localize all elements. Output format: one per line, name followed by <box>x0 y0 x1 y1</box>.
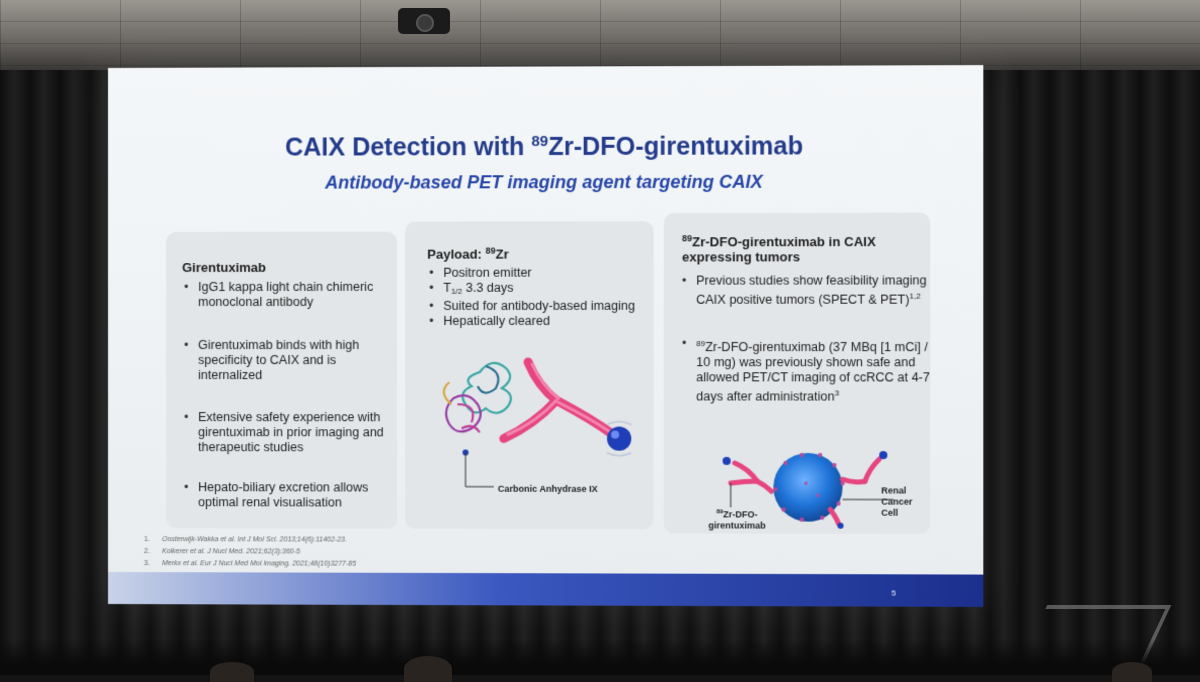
panel3-bullet-2: 89Zr-DFO-girentuximab (37 MBq [1 mCi] / … <box>682 336 932 405</box>
reference-1-text: Oosterwijk-Wakka et al. Int J Mol Sci. 2… <box>162 536 347 543</box>
panel1-bullet-3: Extensive safety experience with girentu… <box>184 410 395 455</box>
panel3-bullet-1: Previous studies show feasibility imagin… <box>682 273 932 308</box>
panel2-heading: Payload: 89Zr <box>427 244 509 262</box>
half-life-value: 3.3 days <box>462 281 513 295</box>
carbonic-anhydrase-label: Carbonic Anhydrase IX <box>498 482 598 497</box>
left-antibody-icon <box>731 463 772 491</box>
panel1-heading: Girentuximab <box>182 260 266 275</box>
panel3-heading-text: Zr-DFO-girentuximab in CAIX expressing t… <box>682 234 876 264</box>
slide-subtitle: Antibody-based PET imaging agent targeti… <box>108 171 983 194</box>
ceiling-projector <box>398 8 450 34</box>
panel3-bullet-2-text: Zr-DFO-girentuximab (37 MBq [1 mCi] / 10… <box>696 340 930 404</box>
renal-cancer-cell-label: Renal Cancer Cell <box>881 485 912 518</box>
zr89-sphere <box>607 427 631 451</box>
reference-1: 1.Oosterwijk-Wakka et al. Int J Mol Sci.… <box>144 534 356 547</box>
panel1-bullet-4: Hepato-biliary excretion allows optimal … <box>184 480 395 510</box>
title-superscript: 89 <box>531 133 548 150</box>
zr-dfo-girentuximab-label: 89Zr-DFO- girentuximab <box>708 507 765 531</box>
reference-3: 3.Merkx et al. Eur J Nucl Med Mol Imagin… <box>144 558 356 571</box>
slide-footer-band <box>108 572 983 607</box>
audience-silhouettes <box>0 640 1200 675</box>
cell-label: Cell <box>881 508 898 518</box>
renal-label: Renal <box>881 485 906 495</box>
protein-structure-icon <box>444 363 511 433</box>
panel-caix-tumors: 89Zr-DFO-girentuximab in CAIX expressing… <box>664 213 930 534</box>
figure-label-sup: 89 <box>716 509 723 515</box>
reference-3-number: 3. <box>144 558 162 570</box>
presentation-slide: CAIX Detection with 89Zr-DFO-girentuxima… <box>108 65 983 607</box>
projector-lens <box>416 14 434 32</box>
title-prefix: CAIX Detection with <box>285 133 531 162</box>
reference-2-number: 2. <box>144 546 162 558</box>
panel2-heading-suffix: Zr <box>496 247 509 262</box>
panel-payload: Payload: 89Zr Positron emitter T1/2 3.3 … <box>405 221 654 529</box>
panel2-bullet-3: Suited for antibody-based imaging <box>429 299 641 314</box>
panel3-bullet-1-text: Previous studies show feasibility imagin… <box>696 273 926 307</box>
reference-3-text: Merkx et al. Eur J Nucl Med Mol Imaging.… <box>162 560 356 568</box>
panel3-bullet-1-ref: 1,2 <box>909 292 920 301</box>
panel3-bullet-2-sup: 89 <box>696 339 705 348</box>
reference-1-number: 1. <box>144 534 162 546</box>
panel2-heading-prefix: Payload: <box>427 247 485 262</box>
audience-head <box>1112 662 1152 682</box>
audience-head <box>404 656 452 682</box>
panel3-heading-sup: 89 <box>682 233 692 243</box>
cancer-label: Cancer <box>881 497 912 507</box>
panel3-heading: 89Zr-DFO-girentuximab in CAIX expressing… <box>682 231 914 265</box>
reference-2-text: Kolkerer et al. J Nucl Med. 2021;62(3):3… <box>162 548 300 555</box>
half-life-symbol: T <box>443 281 451 295</box>
panel3-bullet-2-ref: 3 <box>835 389 840 398</box>
audience-head <box>210 662 254 682</box>
reference-2: 2.Kolkerer et al. J Nucl Med. 2021;62(3)… <box>144 546 356 559</box>
title-suffix: Zr-DFO-girentuximab <box>548 133 803 162</box>
slide-title: CAIX Detection with 89Zr-DFO-girentuxima… <box>108 132 983 164</box>
panel-girentuximab: Girentuximab IgG1 kappa light chain chim… <box>166 232 397 529</box>
panel1-bullet-2: Girentuximab binds with high specificity… <box>184 338 395 383</box>
figure-label-left-line1: Zr-DFO- <box>723 509 758 519</box>
panel2-bullet-1: Positron emitter <box>429 266 641 281</box>
panel1-bullet-1: IgG1 kappa light chain chimeric monoclon… <box>184 280 395 310</box>
half-life-subscript: 1/2 <box>451 287 462 296</box>
panel2-bullet-2: T1/2 3.3 days <box>429 281 641 299</box>
references: 1.Oosterwijk-Wakka et al. Int J Mol Sci.… <box>144 534 356 571</box>
panel2-heading-sup: 89 <box>486 246 496 256</box>
ceiling-grid <box>0 0 1200 70</box>
slide-page-number: 5 <box>891 588 896 597</box>
panel2-bullet-4: Hepatically cleared <box>429 314 641 329</box>
figure-label-left-line2: girentuximab <box>708 520 765 530</box>
